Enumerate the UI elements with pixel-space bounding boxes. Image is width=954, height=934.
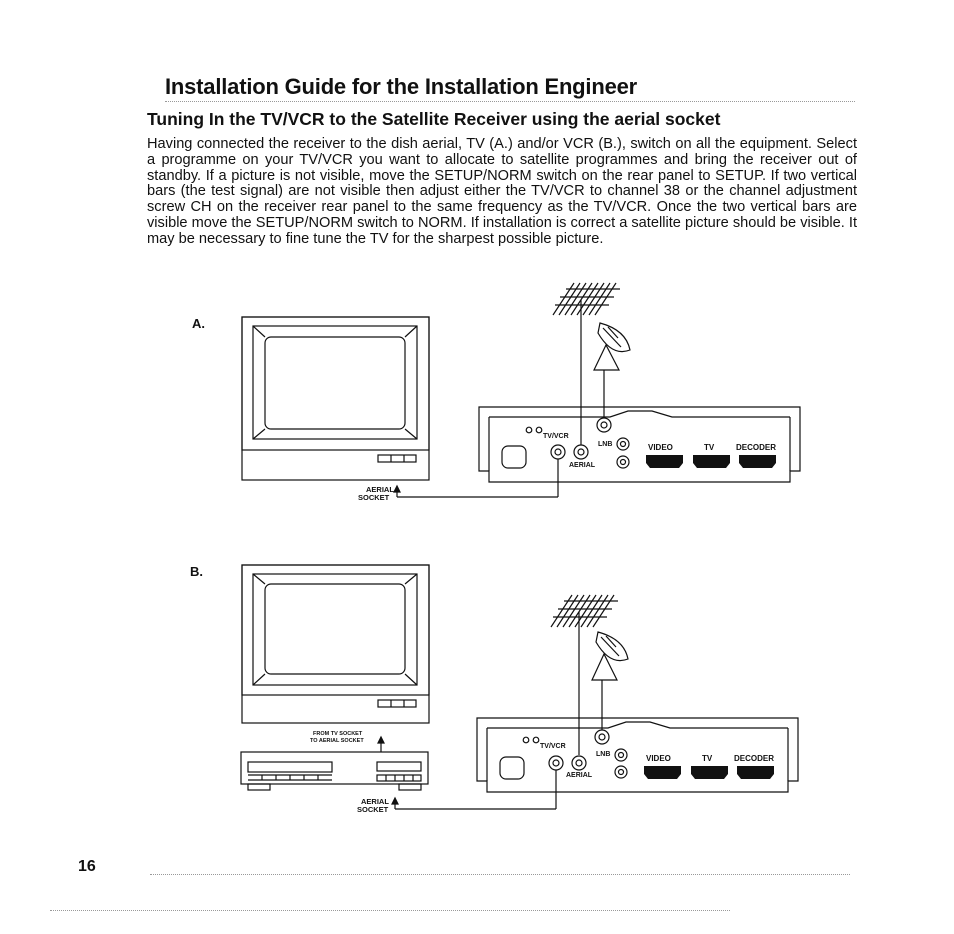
decoder-label-b: DECODER — [734, 754, 775, 763]
aerial-socket-label-b-2: SOCKET — [357, 805, 389, 814]
satellite-dish-a — [593, 322, 631, 418]
cable-a — [393, 459, 559, 498]
tv-set-a — [241, 316, 430, 481]
page-title: Installation Guide for the Installation … — [165, 74, 638, 99]
lnb-label-b: LNB — [596, 751, 611, 758]
scart-sockets-a — [646, 455, 776, 468]
roof-aerial-a — [552, 282, 620, 445]
video-label-a: VIDEO — [648, 443, 673, 452]
page-number: 16 — [78, 858, 96, 875]
scart-sockets-b — [644, 766, 774, 779]
bottom-rule — [50, 910, 730, 911]
vcr-b — [240, 735, 429, 791]
satellite-receiver-b — [476, 717, 799, 793]
footer-rule — [150, 874, 850, 875]
aerial-label-b: AERIAL — [566, 772, 593, 779]
satellite-receiver-a — [478, 406, 801, 483]
from-tv-socket-label: FROM TV SOCKET — [313, 731, 363, 737]
lnb-label-a: LNB — [598, 441, 613, 448]
title-rule — [165, 101, 855, 102]
diagram-a-label: A. — [192, 316, 205, 331]
tvvcr-label-a: TV/VCR — [543, 433, 569, 440]
aerial-socket-label-a: AERIAL — [366, 485, 394, 494]
tvvcr-label-b: TV/VCR — [540, 743, 566, 750]
to-aerial-socket-label: TO AERIAL SOCKET — [310, 738, 364, 744]
tv-set-b — [241, 564, 430, 724]
diagram-b-label: B. — [190, 564, 203, 579]
cable-b — [391, 770, 557, 810]
video-label-b: VIDEO — [646, 754, 671, 763]
tv-label-a: TV — [704, 443, 715, 452]
aerial-socket-label-a-2: SOCKET — [358, 493, 390, 502]
tv-label-b: TV — [702, 754, 713, 763]
section-subtitle: Tuning In the TV/VCR to the Satellite Re… — [147, 109, 721, 129]
roof-aerial-b — [550, 594, 618, 755]
instructions-paragraph: Having connected the receiver to the dis… — [147, 136, 857, 247]
aerial-socket-label-b: AERIAL — [361, 797, 389, 806]
decoder-label-a: DECODER — [736, 443, 777, 452]
aerial-label-a: AERIAL — [569, 462, 596, 469]
satellite-dish-b — [591, 631, 629, 730]
